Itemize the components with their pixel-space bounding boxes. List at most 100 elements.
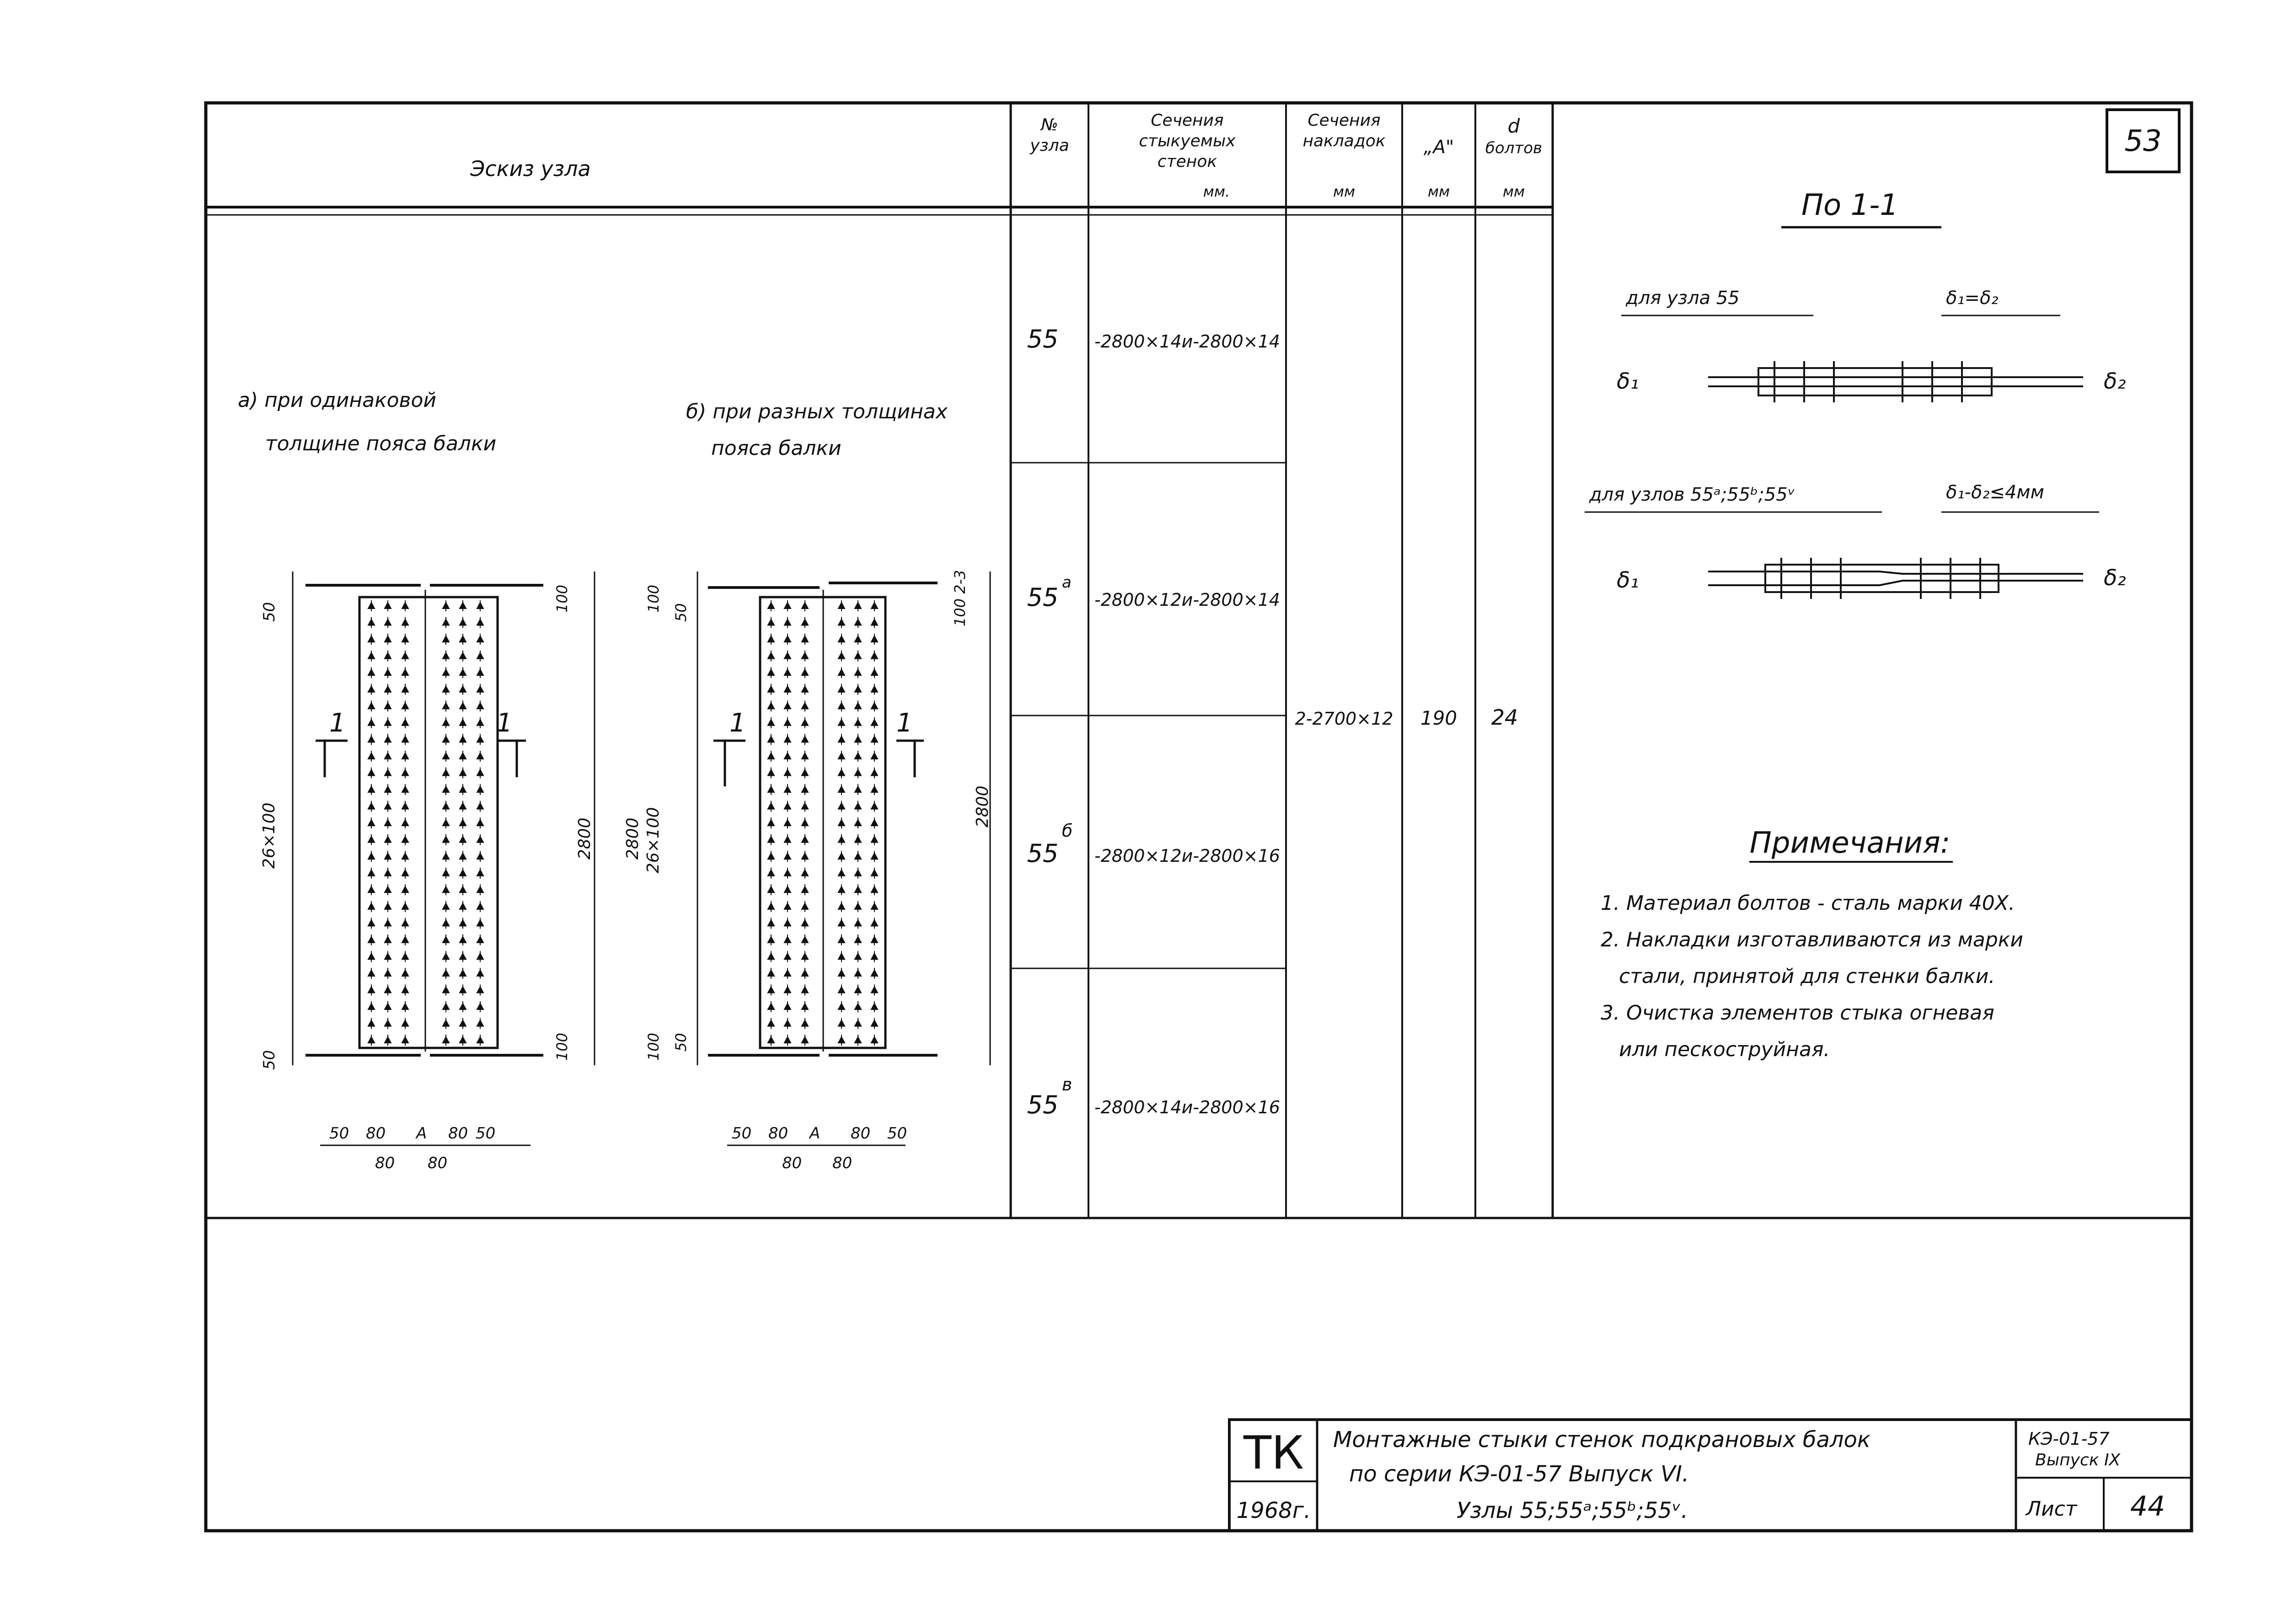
sheet-label: Лист — [2025, 1497, 2078, 1521]
bolt-marker — [767, 801, 775, 812]
header-d-1: d — [1508, 115, 1520, 137]
bolt-marker — [767, 617, 775, 628]
bolt-marker — [459, 650, 467, 662]
bolt-marker — [459, 684, 467, 695]
bolt-marker — [384, 717, 392, 728]
notes-title: Примечания: — [1750, 826, 1951, 860]
bolt-marker — [837, 901, 846, 912]
bolt-marker — [783, 684, 792, 695]
bolt-marker — [870, 734, 879, 745]
bolt-marker — [767, 784, 775, 795]
bolt-marker — [367, 1035, 375, 1046]
sheet-value: 44 — [2130, 1490, 2165, 1522]
dim-b-b4: 80 — [851, 1124, 870, 1143]
issue: Выпуск IХ — [2035, 1451, 2121, 1469]
bolt-marker — [870, 684, 879, 695]
dim-b-c1: 80 — [782, 1154, 802, 1172]
section-title: По 1-1 — [1801, 188, 1898, 222]
bolt-marker — [854, 684, 862, 695]
bolt-marker — [459, 750, 467, 762]
bolt-marker — [783, 851, 792, 862]
bolt-marker — [837, 884, 846, 896]
bolt-marker — [837, 1018, 846, 1029]
bolt-marker — [459, 901, 467, 912]
bolt-marker — [783, 700, 792, 712]
bolt-marker — [401, 918, 409, 929]
bolt-marker — [476, 867, 484, 879]
bolt-marker — [801, 617, 809, 628]
bolt-marker — [854, 1035, 862, 1046]
bolt-marker — [783, 934, 792, 946]
bolt-marker — [401, 817, 409, 828]
bolt-marker — [801, 951, 809, 962]
bolt-marker — [1956, 361, 1968, 402]
bolt-marker — [442, 617, 450, 628]
bolt-marker — [384, 784, 392, 795]
bolt-marker — [367, 634, 375, 645]
bolt-marker — [783, 784, 792, 795]
bolt-marker — [442, 600, 450, 611]
bolt-marker — [801, 1018, 809, 1029]
bolt-marker — [801, 884, 809, 896]
bolt-marker — [801, 734, 809, 745]
bolt-marker — [854, 734, 862, 745]
bolt-marker — [442, 667, 450, 678]
bolt-marker — [767, 1018, 775, 1029]
bolt-marker — [870, 700, 879, 712]
bolt-marker — [367, 600, 375, 611]
bolt-marker — [870, 851, 879, 862]
bolt-marker — [459, 851, 467, 862]
bolt-marker — [384, 767, 392, 779]
bolt-marker — [459, 951, 467, 962]
bolt-marker — [367, 867, 375, 879]
dim-a-c1: 80 — [375, 1154, 395, 1172]
bolt-marker — [837, 600, 846, 611]
bolt-marker — [801, 1001, 809, 1012]
header-sketch: Эскиз узла — [470, 156, 590, 181]
bolt-marker — [837, 700, 846, 712]
bolt-marker — [401, 834, 409, 845]
sheet-number: 53 — [2124, 124, 2161, 158]
bolt-marker — [801, 834, 809, 845]
bolt-marker — [459, 1035, 467, 1046]
dim-a-b5: 50 — [476, 1124, 495, 1143]
bolt-marker — [854, 767, 862, 779]
bolt-marker — [401, 934, 409, 946]
bolt-marker — [783, 600, 792, 611]
caption-b-line1: б) при разных толщинах — [686, 400, 948, 423]
bolt-marker — [854, 801, 862, 812]
bolt-marker — [854, 918, 862, 929]
header-web-4: мм. — [1203, 183, 1230, 200]
caption-a-line1: а) при одинаковой — [238, 389, 436, 412]
title-line3: Узлы 55;55ᵃ;55ᵇ;55ᵛ. — [1457, 1498, 1688, 1523]
bolt-marker — [870, 767, 879, 779]
bolt-marker — [442, 951, 450, 962]
bolt-marker — [783, 901, 792, 912]
bolt-marker — [837, 834, 846, 845]
bolt-marker — [367, 984, 375, 996]
bolt-marker — [783, 817, 792, 828]
bolt-marker — [367, 1001, 375, 1012]
row-node: 55 — [1027, 839, 1059, 868]
bolt-marker — [442, 1001, 450, 1012]
bolt-marker — [401, 1018, 409, 1029]
bolt-marker — [1827, 361, 1840, 402]
case2-d2: δ₂ — [2104, 565, 2126, 591]
bolt-marker — [384, 1018, 392, 1029]
bolt-marker — [459, 600, 467, 611]
bolt-marker — [459, 867, 467, 879]
bolt-marker — [837, 867, 846, 879]
bolt-marker — [854, 867, 862, 879]
bolt-marker — [459, 817, 467, 828]
bolt-marker — [476, 918, 484, 929]
case1-condition: δ₁=δ₂ — [1946, 288, 1999, 309]
case1-d2: δ₂ — [2104, 369, 2126, 394]
caption-a-line2: толщине пояса балки — [265, 432, 496, 455]
bolt-marker — [401, 951, 409, 962]
bolt-marker — [783, 1018, 792, 1029]
header-cover-1: Сечения — [1308, 111, 1380, 130]
bolt-marker — [783, 1035, 792, 1046]
bolt-marker — [367, 951, 375, 962]
bolt-marker — [870, 1035, 879, 1046]
bolt-marker — [442, 984, 450, 996]
